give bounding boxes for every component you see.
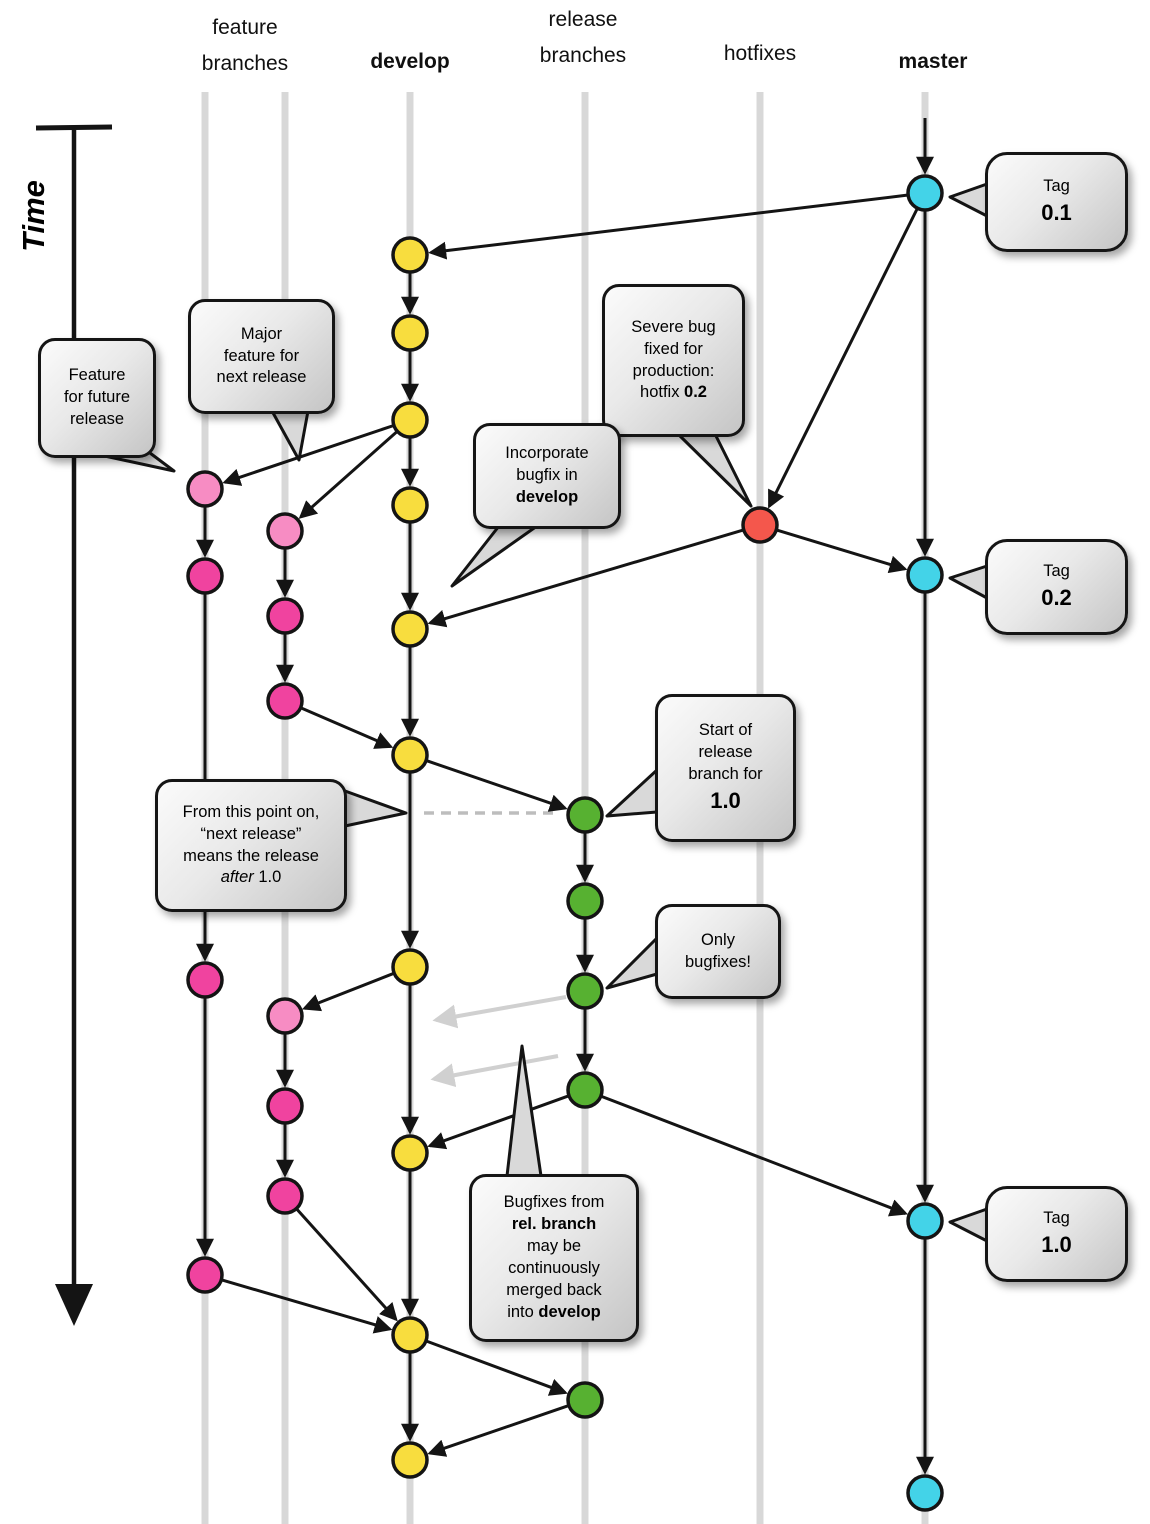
commit-R5: [566, 1381, 604, 1419]
callout-tail-from-this-point: [343, 789, 408, 828]
callout-tail-only-bugfixes: [605, 936, 659, 990]
edge-H1-M2: [776, 528, 908, 574]
faded-merge-arrow: [430, 1054, 559, 1088]
edge-D7-F2d: [302, 972, 394, 1012]
commit-D7: [391, 948, 429, 986]
time-axis-top-bar: [35, 124, 113, 131]
commit-R2: [566, 882, 604, 920]
commit-F2d: [266, 997, 304, 1035]
commit-F1c: [186, 961, 224, 999]
commit-D10: [391, 1441, 429, 1479]
callout-tail-tag-0-1: [948, 182, 989, 218]
edge-R5-D10: [427, 1404, 569, 1457]
commit-D9: [391, 1316, 429, 1354]
commit-D5: [391, 610, 429, 648]
edge-R4-M3: [601, 1095, 908, 1217]
commit-H1: [741, 506, 779, 544]
commit-F1a: [186, 470, 224, 508]
callout-tail-tag-1-0: [948, 1207, 989, 1243]
edge-F2c-D6: [300, 706, 394, 749]
time-axis-label: Time: [16, 180, 51, 252]
callout-tail-incorporate-bugfix: [450, 524, 539, 588]
edge-F1d-D9: [221, 1278, 393, 1334]
commit-F2a: [266, 512, 304, 550]
edge-M1-H1: [768, 208, 919, 509]
edge-D9-R5: [426, 1339, 568, 1396]
edge-D3-F1a: [222, 424, 394, 486]
edge-F2f-D9: [295, 1208, 398, 1322]
commit-F1d: [186, 1256, 224, 1294]
callout-tail-severe-bug: [676, 432, 753, 508]
column-header-develop: develop: [370, 50, 450, 73]
column-header-hotfixes: hotfixes: [723, 42, 797, 65]
edge-D6-R1: [426, 759, 568, 812]
commit-M2: [906, 556, 944, 594]
edge-R4-D8: [427, 1094, 569, 1150]
commit-R1: [566, 796, 604, 834]
edge-D3-F2a: [298, 430, 398, 519]
callout-tail-tag-0-2: [948, 564, 989, 600]
commit-F2e: [266, 1087, 304, 1125]
edge-M1-D1: [428, 193, 908, 260]
commit-F1b: [186, 557, 224, 595]
callout-tail-start-release: [605, 768, 659, 818]
commit-M1: [906, 174, 944, 212]
callout-tail-feature-future: [98, 442, 176, 473]
column-header-master: master: [898, 50, 968, 73]
commit-D2: [391, 314, 429, 352]
commit-R3: [566, 972, 604, 1010]
commit-F2b: [266, 597, 304, 635]
commit-F2c: [266, 682, 304, 720]
commit-F2f: [266, 1177, 304, 1215]
commit-R4: [566, 1071, 604, 1109]
commit-D8: [391, 1134, 429, 1172]
time-axis-arrowhead: [55, 1284, 93, 1326]
edge-H1-D5: [427, 528, 744, 628]
commit-M3: [906, 1202, 944, 1240]
commit-D1: [391, 236, 429, 274]
commit-M4: [906, 1474, 944, 1512]
faded-merge-arrow: [432, 995, 567, 1029]
commit-D6: [391, 736, 429, 774]
commit-D3: [391, 401, 429, 439]
column-header-feature-branches: feature branches: [201, 16, 289, 76]
callout-tail-major-feature: [270, 409, 310, 462]
commit-D4: [391, 486, 429, 524]
column-header-release-branches: release branches: [539, 8, 627, 68]
